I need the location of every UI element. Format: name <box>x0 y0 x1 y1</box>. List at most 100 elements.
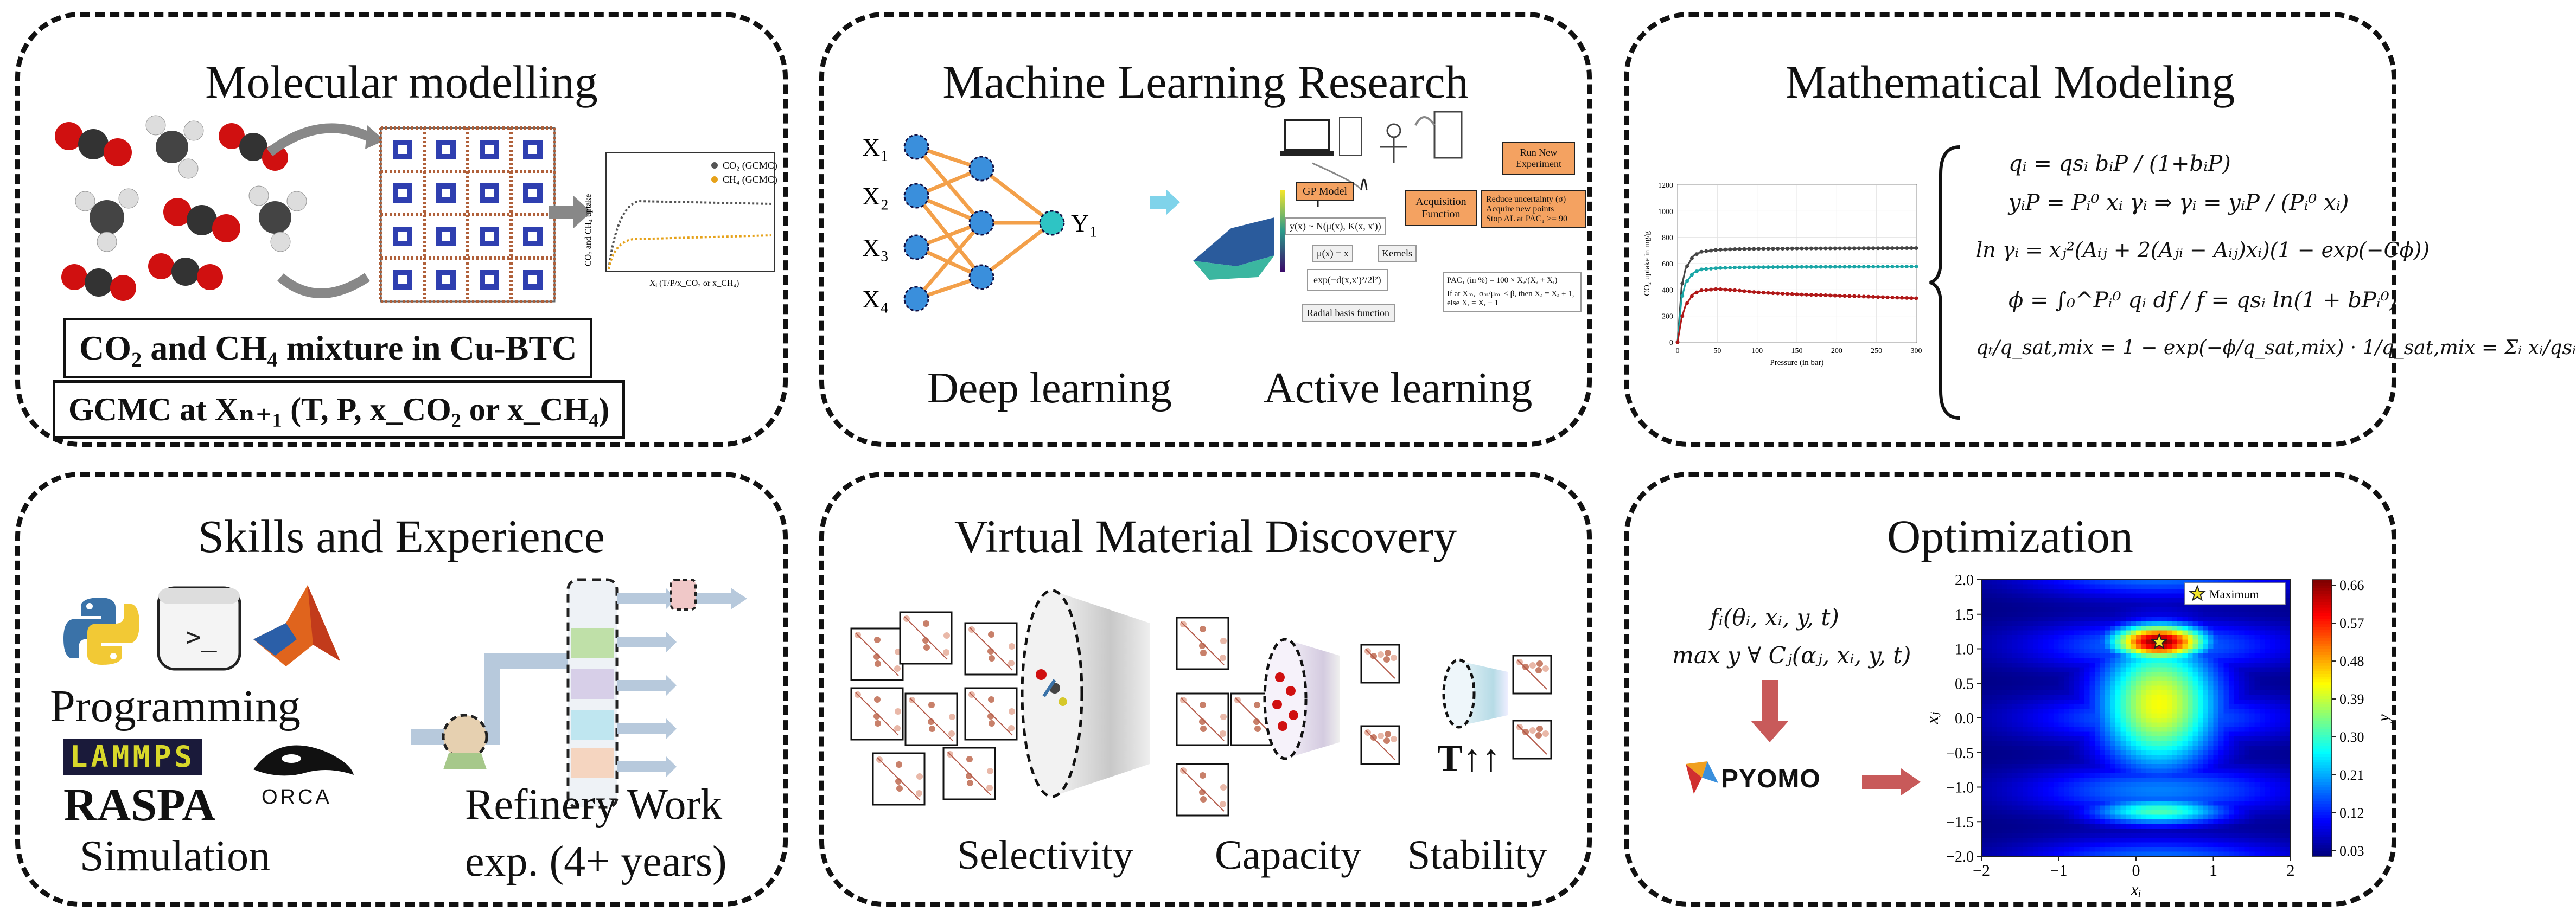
data-point <box>1814 246 1818 251</box>
data-point <box>1895 246 1899 251</box>
colorbar-segment <box>2312 795 2332 799</box>
data-point <box>1771 291 1775 296</box>
gp-model-box: GP Model <box>1296 182 1354 201</box>
refinery-column-illustration <box>411 578 747 809</box>
colorbar-segment <box>2312 746 2332 749</box>
stability-label: Stability <box>1407 832 1547 878</box>
colorbar-segment <box>2312 842 2332 846</box>
data-point <box>1675 340 1680 344</box>
block-arrow <box>549 196 591 228</box>
data-point <box>1733 247 1737 252</box>
data-point <box>1861 246 1866 251</box>
pac-equation: PAC₁ (in %) = 100 × Xₐ/(Xₐ + Xᵣ) <box>1447 276 1558 285</box>
colorbar-segment <box>2312 792 2332 796</box>
data-point <box>1909 296 1914 300</box>
y-tick-label: 400 <box>1662 286 1673 294</box>
data-point <box>1757 247 1761 251</box>
data-point <box>1895 265 1899 269</box>
data-point <box>1728 288 1732 292</box>
neural-network-diagram: X₁ X₂ X₃ X₄ Y₁ <box>862 133 1098 313</box>
data-point <box>1790 292 1794 296</box>
data-point <box>1723 247 1727 252</box>
refinery-experience-label: exp. (4+ years) <box>465 838 727 886</box>
data-point <box>1790 246 1794 251</box>
colorbar-segment <box>2312 671 2332 674</box>
data-point <box>1842 294 1847 298</box>
data-point <box>1742 247 1746 251</box>
co2-molecule <box>219 123 288 171</box>
data-point <box>1842 265 1847 269</box>
data-point <box>1809 293 1813 297</box>
data-point <box>1776 265 1780 270</box>
legend-label: Maximum <box>2209 587 2259 601</box>
data-point <box>1809 265 1813 269</box>
colorbar-segment <box>2312 615 2332 619</box>
panel-skills-experience: Skills and Experience >_ Programming LAM… <box>15 472 788 907</box>
input-x3: X₃ <box>862 234 889 261</box>
y-tick-label: −0.5 <box>1946 745 1974 762</box>
data-point <box>1823 293 1828 298</box>
data-point <box>1871 265 1876 269</box>
y-tick-label: 200 <box>1662 313 1673 321</box>
colorbar-segment <box>2312 591 2332 594</box>
panel-optimization: Optimization fᵢ(θᵢ, xᵢ, y, t) max y ∀ Cⱼ… <box>1624 472 2396 907</box>
data-point <box>1819 246 1823 251</box>
y-tick-label: 2.0 <box>1955 572 1974 589</box>
legend-co2: CO₂ (GCMC) <box>723 160 777 171</box>
colorbar-segment <box>2312 784 2332 788</box>
heatmap-cells <box>1981 580 2291 857</box>
data-point <box>1747 247 1751 251</box>
data-point <box>1904 265 1909 269</box>
y-tick-label: −1.5 <box>1946 814 1974 831</box>
colorbar-segment <box>2312 687 2332 691</box>
colorbar-segment <box>2312 693 2332 696</box>
pyomo-logo-icon <box>1686 761 1718 794</box>
x-tick-label: 250 <box>1871 347 1882 355</box>
uptake-chart: CO₂ (GCMC) CH₄ (GCMC) CO₂ and CH₄ uptake… <box>584 152 777 288</box>
y-tick-label: 0 <box>1669 339 1673 347</box>
al-steps-box: Reduce uncertainty (σ) Acquire new point… <box>1481 190 1586 228</box>
colorbar-segment <box>2312 790 2332 793</box>
data-point <box>1742 265 1746 270</box>
data-point <box>1733 265 1737 270</box>
colorbar-segment <box>2312 593 2332 597</box>
data-point <box>1847 246 1852 251</box>
lammps-logo: LAMMPS <box>63 739 202 775</box>
python-logo-icon <box>63 598 139 665</box>
colorbar-segment <box>2312 839 2332 843</box>
mof-framework-image <box>379 126 556 303</box>
data-point <box>1728 247 1732 252</box>
data-point <box>1776 247 1780 251</box>
matlab-logo-icon <box>253 585 340 666</box>
colorbar-segment <box>2312 767 2332 771</box>
colorbar-segment <box>2312 732 2332 735</box>
colorbar-segment <box>2312 825 2332 829</box>
colorbar-segment <box>2312 657 2332 660</box>
data-point <box>1904 246 1909 251</box>
data-point <box>1876 265 1880 269</box>
data-point <box>1685 301 1689 305</box>
data-point <box>1699 249 1704 254</box>
colorbar-segment <box>2312 848 2332 851</box>
constraint-equation: max y ∀ Cⱼ(αⱼ, xᵢ, y, t) <box>1672 642 1911 669</box>
curly-brace <box>1929 145 1960 420</box>
mixture-label: CO₂ and CH₄ mixture in Cu-BTC <box>63 318 593 378</box>
data-point <box>1814 265 1818 269</box>
data-point <box>1800 292 1804 297</box>
molecules-illustration <box>55 115 307 301</box>
x-axis-label: Xᵢ (T/P/x_CO₂ or x_CH₄) <box>649 279 739 288</box>
data-point <box>1828 246 1833 251</box>
colorbar-tick-label: 0.30 <box>2339 729 2364 745</box>
colorbar-segment <box>2312 610 2332 613</box>
data-point <box>1781 291 1785 296</box>
colorbar-segment <box>2312 624 2332 627</box>
data-point <box>1680 293 1685 298</box>
data-point <box>1914 246 1918 250</box>
data-point <box>1699 288 1704 293</box>
active-learning-graphic <box>1280 111 1463 207</box>
data-point <box>1842 246 1847 251</box>
co2-molecule <box>55 122 132 166</box>
data-point <box>1847 265 1852 269</box>
data-point <box>1904 296 1909 300</box>
